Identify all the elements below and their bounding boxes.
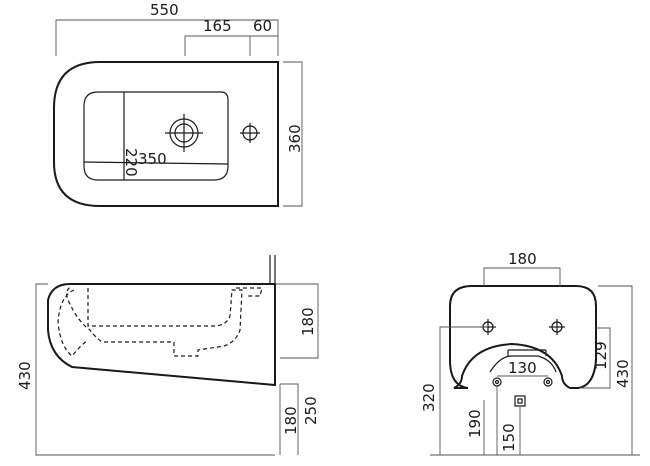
dim-rear-total-height: 430 xyxy=(614,359,632,388)
dim-lower-fixing: 180 xyxy=(282,406,300,435)
waste-outlet-icon xyxy=(514,395,526,407)
dim-supply-height: 150 xyxy=(500,423,518,452)
bowl-outline xyxy=(83,91,229,181)
dim-bolt-spacing: 130 xyxy=(508,359,537,377)
side-view: 430 180 250 180 xyxy=(16,255,320,456)
dim-top-width: 180 xyxy=(508,250,537,268)
side-view-outline xyxy=(47,283,276,387)
dim-waste-height: 190 xyxy=(466,409,484,438)
dim-overall-width: 360 xyxy=(286,124,304,153)
dim-outlet-height: 129 xyxy=(592,341,610,370)
top-view-outline xyxy=(53,61,279,207)
dim-bowl-length: 350 xyxy=(138,150,167,168)
rear-view: 180 130 129 430 320 190 150 xyxy=(420,250,640,456)
tap-hole-icon xyxy=(240,123,260,143)
floor-bolt-left-icon xyxy=(492,377,502,387)
dim-bowl-width: 220 xyxy=(122,148,140,177)
floor-bolt-right-icon xyxy=(543,377,553,387)
drain-icon xyxy=(165,114,203,152)
dim-bolt-height: 320 xyxy=(420,383,438,412)
dim-total-height: 430 xyxy=(16,361,34,390)
dim-fixing-height: 250 xyxy=(302,396,320,425)
dim-overall-length: 550 xyxy=(150,1,179,19)
bowl-hidden-line xyxy=(66,285,243,357)
fixing-bolt-right-icon xyxy=(549,319,565,335)
rear-view-outline xyxy=(449,285,597,389)
dim-rim-height: 180 xyxy=(299,307,317,336)
dim-tap-offset: 165 xyxy=(203,17,232,35)
top-view: 550 165 60 360 220 350 xyxy=(53,1,304,207)
dim-tap-to-wall: 60 xyxy=(253,17,272,35)
